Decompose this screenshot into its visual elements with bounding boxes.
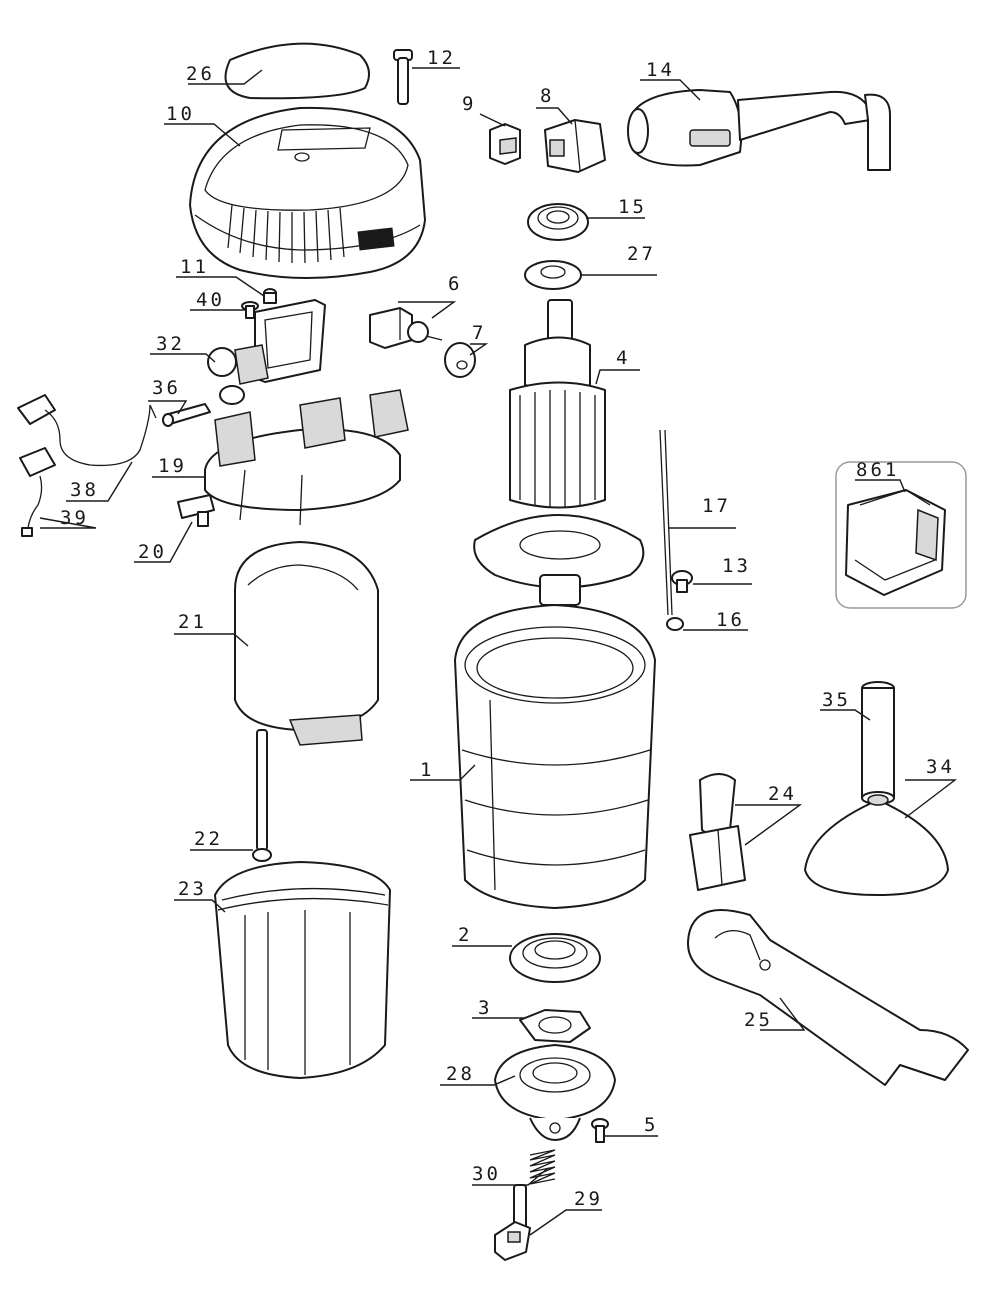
callout-40: 40	[196, 289, 225, 311]
part-6-drawing	[369, 307, 443, 349]
callout-39: 39	[60, 507, 89, 529]
part-25-drawing	[687, 909, 969, 1086]
part-21-drawing	[234, 541, 379, 746]
callout-17: 17	[702, 495, 731, 517]
callout-861: 861	[856, 459, 899, 481]
part-38-drawing	[17, 394, 157, 467]
part-10-drawing	[189, 106, 426, 279]
part-36-drawing	[162, 403, 211, 427]
callout-26: 26	[186, 63, 215, 85]
callout-13: 13	[722, 555, 751, 577]
callout-9: 9	[462, 93, 476, 115]
callout-4: 4	[616, 347, 630, 369]
part-861-kit-box	[835, 461, 967, 609]
part-39-drawing	[19, 447, 56, 537]
callout-16: 16	[716, 609, 745, 631]
callout-3: 3	[478, 997, 492, 1019]
part-14-drawing	[627, 89, 891, 171]
callout-8: 8	[540, 85, 554, 107]
part-28-drawing	[494, 1044, 616, 1141]
part-7-drawing	[444, 342, 476, 378]
callout-2: 2	[458, 924, 472, 946]
callout-labels: 26 12 14 9 8 10 15 27 11 40 6 7 32 4 36 …	[60, 47, 955, 1210]
callout-24: 24	[768, 783, 797, 805]
part-12-drawing	[393, 49, 413, 105]
callout-20: 20	[138, 541, 167, 563]
part-2-drawing	[509, 933, 601, 983]
callout-23: 23	[178, 878, 207, 900]
callout-35: 35	[822, 689, 851, 711]
callout-6: 6	[448, 273, 462, 295]
part-16-drawing	[666, 617, 684, 631]
part-20-drawing	[177, 494, 215, 527]
callout-21: 21	[178, 611, 207, 633]
leader-lines	[39, 67, 958, 1236]
callout-38: 38	[70, 479, 99, 501]
callout-14: 14	[646, 59, 675, 81]
part-5-drawing	[591, 1118, 609, 1143]
callout-30: 30	[472, 1163, 501, 1185]
callout-11: 11	[180, 256, 209, 278]
callout-19: 19	[158, 455, 187, 477]
part-3-drawing	[519, 1009, 591, 1043]
part-35-drawing	[861, 681, 895, 805]
part-19-drawing	[204, 389, 409, 526]
part-32-drawing	[207, 299, 326, 405]
part-34-drawing	[804, 794, 949, 896]
callout-25: 25	[744, 1009, 773, 1031]
part-4-drawing	[473, 299, 645, 606]
callout-1: 1	[420, 759, 434, 781]
part-13-drawing	[671, 570, 693, 593]
part-23-drawing	[214, 861, 391, 1079]
part-15-drawing	[527, 203, 589, 241]
callout-27: 27	[627, 243, 656, 265]
part-9-drawing	[489, 123, 521, 165]
callout-15: 15	[618, 196, 647, 218]
part-8-drawing	[544, 119, 606, 173]
part-26-drawing	[224, 42, 370, 100]
callout-29: 29	[574, 1188, 603, 1210]
callout-28: 28	[446, 1063, 475, 1085]
part-24-drawing	[689, 773, 746, 891]
callout-22: 22	[194, 828, 223, 850]
part-29-drawing	[494, 1184, 531, 1261]
callout-7: 7	[472, 322, 486, 344]
part-17-drawing	[659, 429, 673, 616]
part-1-drawing	[454, 604, 656, 909]
part-22-drawing	[252, 729, 272, 862]
callout-12: 12	[427, 47, 456, 69]
callout-32: 32	[156, 333, 185, 355]
callout-34: 34	[926, 756, 955, 778]
part-11-drawing	[263, 288, 277, 304]
callout-36: 36	[152, 377, 181, 399]
part-27-drawing	[524, 260, 582, 290]
part-30-drawing	[529, 1149, 556, 1185]
callout-10: 10	[166, 103, 195, 125]
callout-5: 5	[644, 1114, 658, 1136]
